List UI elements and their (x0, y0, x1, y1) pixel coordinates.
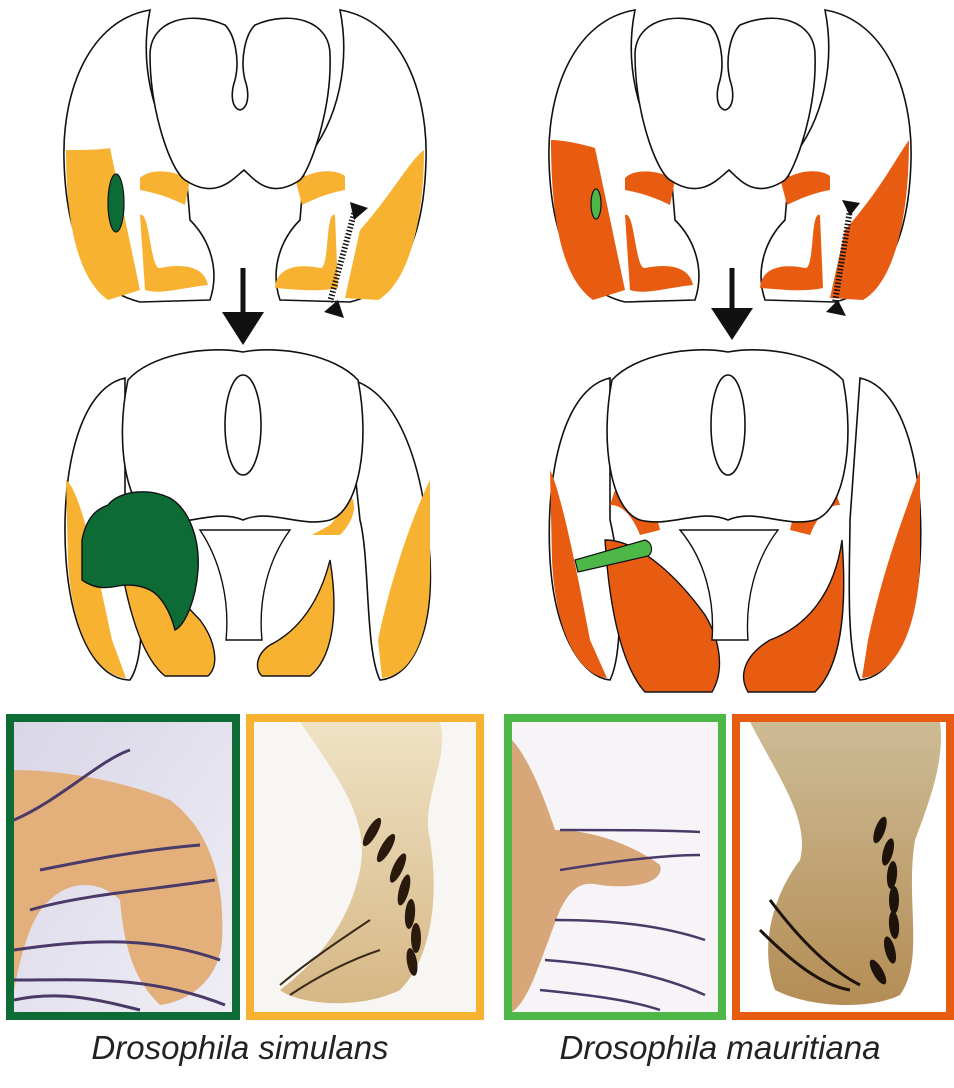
simulans-top-arrowhead-lower (324, 300, 344, 318)
simulans-arrow (222, 268, 264, 345)
simulans-bottom-diagram (65, 350, 430, 680)
photo-mauritiana-posterior-lobe (508, 718, 722, 1016)
photo-mauritiana-clasper (736, 718, 950, 1016)
mauritiana-top-green-clasper (591, 189, 601, 219)
species-label-simulans: Drosophila simulans (20, 1028, 460, 1068)
simulans-top-green-clasper (108, 174, 124, 232)
simulans-diagrams (64, 10, 431, 680)
simulans-top-epandrium (150, 18, 330, 188)
simulans-bottom-lower-notch (200, 530, 290, 640)
mauritiana-arrow (711, 268, 753, 340)
species-label-mauritiana: Drosophila mauritiana (500, 1028, 940, 1068)
mauritiana-diagrams (549, 10, 921, 692)
photo-simulans-posterior-lobe (10, 718, 236, 1016)
photo-simulans-clasper (250, 718, 480, 1016)
mauritiana-top-epandrium (635, 18, 815, 188)
mauritiana-bottom-anal-slit (711, 375, 745, 475)
simulans-bottom-anal-slit (225, 375, 261, 475)
simulans-bottom-yellow-clasp-right (257, 560, 333, 676)
mauritiana-bottom-diagram (549, 350, 921, 692)
